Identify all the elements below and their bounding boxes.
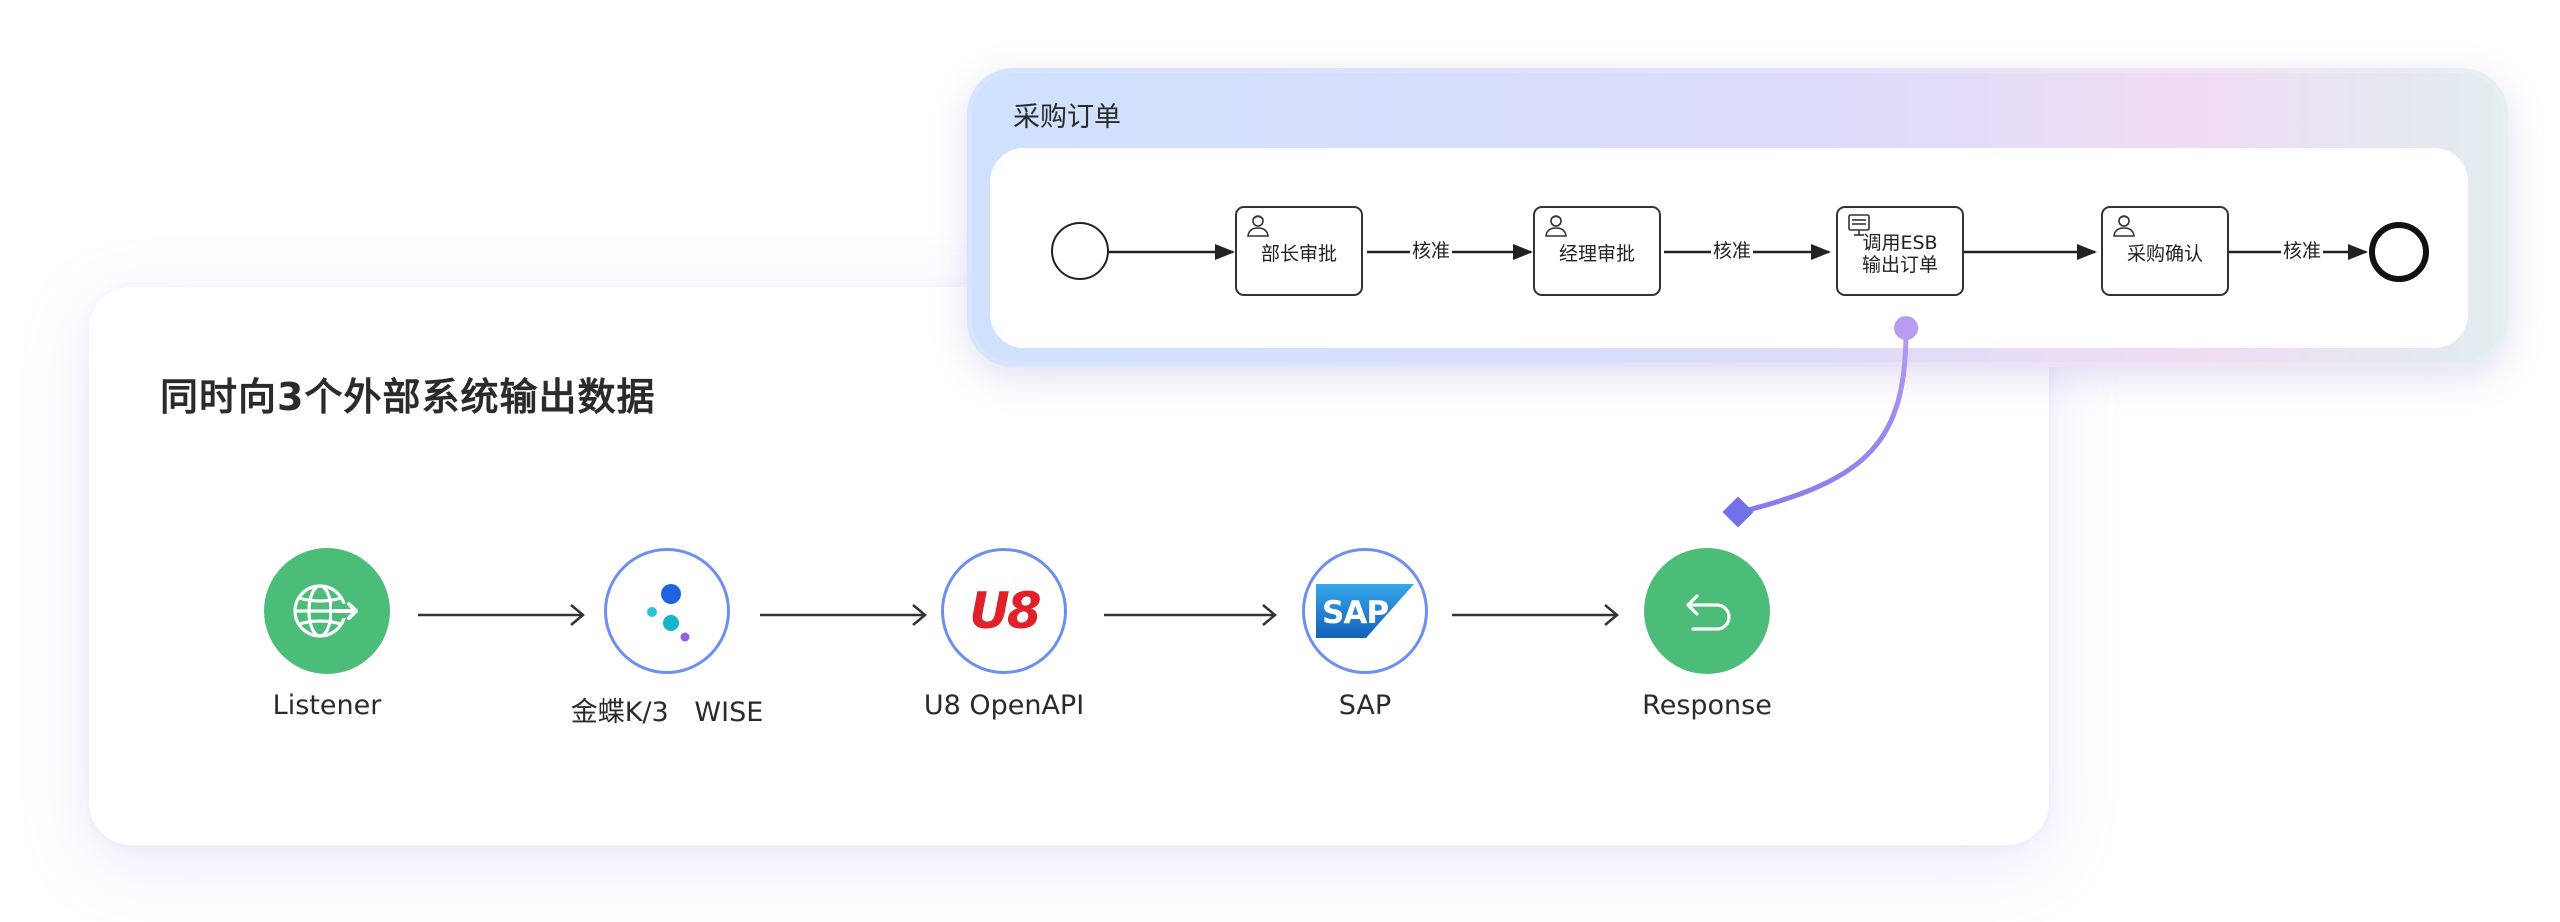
u8-logo-icon: U8 <box>969 582 1043 640</box>
task-call-esb[interactable]: 调用ESB 输出订单 <box>1836 206 1964 296</box>
end-event[interactable] <box>2369 222 2429 282</box>
listener-node[interactable] <box>264 548 390 674</box>
sap-node[interactable]: SAP <box>1302 548 1428 674</box>
flow-title: 同时向3个外部系统输出数据 <box>160 375 656 419</box>
listener-label: Listener <box>272 690 382 721</box>
flow-label-approve: 核准 <box>1711 236 1754 263</box>
u8-label: U8 OpenAPI <box>923 690 1085 721</box>
kingdee-logo-icon <box>647 584 690 642</box>
start-event[interactable] <box>1051 222 1109 280</box>
response-label: Response <box>1642 690 1772 721</box>
flow-label-approve: 核准 <box>2281 236 2324 263</box>
task-purchase-confirm[interactable]: 采购确认 <box>2101 206 2229 296</box>
user-task-icon <box>2113 215 2135 237</box>
task-label: 经理审批 <box>1558 243 1635 265</box>
return-arrow-icon <box>1686 594 1731 631</box>
flow-label-approve: 核准 <box>1410 236 1453 263</box>
sap-logo-icon: SAP <box>1316 584 1414 638</box>
service-task-icon <box>1848 214 1870 236</box>
globe-export-icon <box>293 584 358 638</box>
task-label: 部长审批 <box>1260 243 1337 265</box>
task-minister-approval[interactable]: 部长审批 <box>1235 206 1363 296</box>
task-label: 调用ESB 输出订单 <box>1861 232 1938 276</box>
sap-label: SAP <box>1338 690 1392 721</box>
u8-logo-text: U8 <box>969 582 1040 640</box>
process-title: 采购订单 <box>1013 102 1121 133</box>
response-node[interactable] <box>1644 548 1770 674</box>
user-task-icon <box>1247 215 1269 237</box>
kingdee-label: 金蝶K/3 WISE <box>570 697 764 728</box>
kingdee-node[interactable] <box>604 548 730 674</box>
task-label: 采购确认 <box>2126 243 2203 265</box>
user-task-icon <box>1545 215 1567 237</box>
task-manager-approval[interactable]: 经理审批 <box>1533 206 1661 296</box>
u8-node[interactable]: U8 <box>941 548 1067 674</box>
sap-logo-text: SAP <box>1322 595 1388 631</box>
